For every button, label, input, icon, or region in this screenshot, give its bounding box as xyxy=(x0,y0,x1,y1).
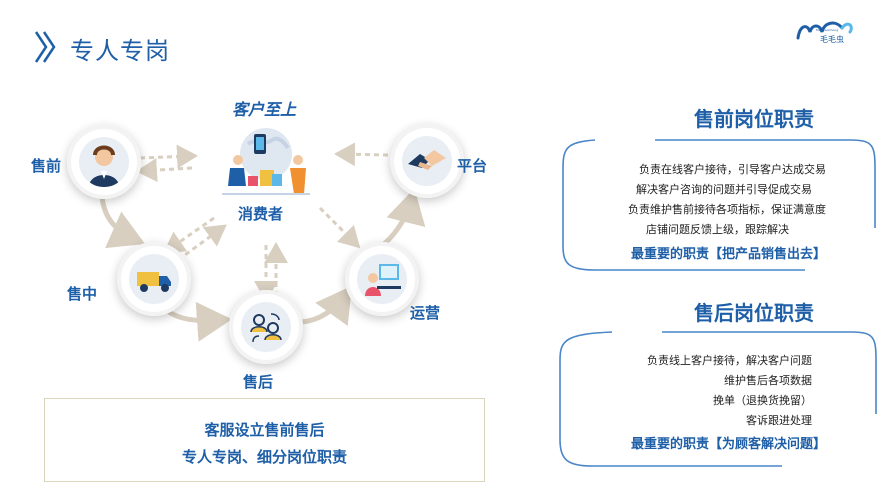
handshake-icon xyxy=(408,150,446,170)
logo-text: 毛毛虫 xyxy=(820,35,844,44)
aftersale-duty-4: 客诉跟进处理 xyxy=(746,414,812,427)
aftersale-duty-3: 挽单（退换货挽留） xyxy=(713,394,812,407)
arrow-presale-to-consumer xyxy=(139,144,198,169)
summary-box: 客服设立售前售后 专人专岗、细分岗位职责 xyxy=(44,398,485,482)
presale-key-duty: 最重要的职责【把产品销售出去】 xyxy=(630,247,826,262)
arrow-operation-to-platform xyxy=(382,188,426,246)
double-chevron-icon xyxy=(34,31,56,63)
arrow-consumer-to-insale xyxy=(163,216,215,254)
arrow-consumer-to-operation xyxy=(318,206,361,249)
node-insale xyxy=(117,242,191,316)
arrow-presale-to-insale xyxy=(99,195,146,249)
customer-service-icon xyxy=(89,145,119,187)
aftersale-key-duty: 最重要的职责【为顾客解决问题】 xyxy=(630,437,826,452)
arrow-aftersale-to-operation xyxy=(301,285,352,326)
operator-desk-icon xyxy=(365,264,401,296)
aftersale-duty-1: 负责线上客户接待，解决客户问题 xyxy=(647,354,812,367)
support-exchange-icon xyxy=(250,313,282,343)
logo-subtext: MaoMaoChong xyxy=(816,28,839,32)
summary-line-1: 客服设立售前售后 xyxy=(204,421,325,439)
presale-duty-1: 负责在线客户接待，引导客户达成交易 xyxy=(639,163,826,176)
node-operation xyxy=(345,242,419,316)
presale-duties-frame xyxy=(562,139,876,271)
node-label-consumer: 消费者 xyxy=(238,205,284,223)
arrow-platform-to-consumer xyxy=(334,142,389,167)
aftersale-duty-2: 维护售后各项数据 xyxy=(724,374,812,387)
node-presale xyxy=(67,125,141,199)
page-title: 专人专岗 xyxy=(70,37,170,65)
node-label-insale: 售中 xyxy=(67,285,98,303)
aftersale-duties-title: 售后岗位职责 xyxy=(694,301,814,325)
node-label-platform: 平台 xyxy=(457,157,488,175)
presale-duty-2: 解决客户咨询的问题并引导促成交易 xyxy=(636,183,812,196)
arrow-consumer-to-presale xyxy=(136,158,193,183)
aftersale-duties-frame xyxy=(559,331,877,467)
presale-duty-3: 负责维护售前接待各项指标，保证满意度 xyxy=(628,203,826,216)
presale-duties-title: 售前岗位职责 xyxy=(694,107,814,131)
node-platform xyxy=(390,124,464,198)
arrow-insale-to-consumer xyxy=(177,224,227,262)
shopping-bag-icon xyxy=(260,170,274,186)
presale-duty-4: 店铺问题反馈上级，跟踪解决 xyxy=(646,223,789,236)
summary-line-2: 专人专岗、细分岗位职责 xyxy=(181,448,347,466)
node-label-aftersale: 售后 xyxy=(243,373,274,391)
node-aftersale xyxy=(229,290,303,364)
customer-first-label: 客户至上 xyxy=(232,100,297,119)
consumer-illustration xyxy=(222,128,310,195)
brand-logo xyxy=(796,21,853,40)
node-label-presale: 售前 xyxy=(31,157,62,175)
delivery-truck-icon xyxy=(137,272,171,292)
node-label-operation: 运营 xyxy=(410,304,441,322)
